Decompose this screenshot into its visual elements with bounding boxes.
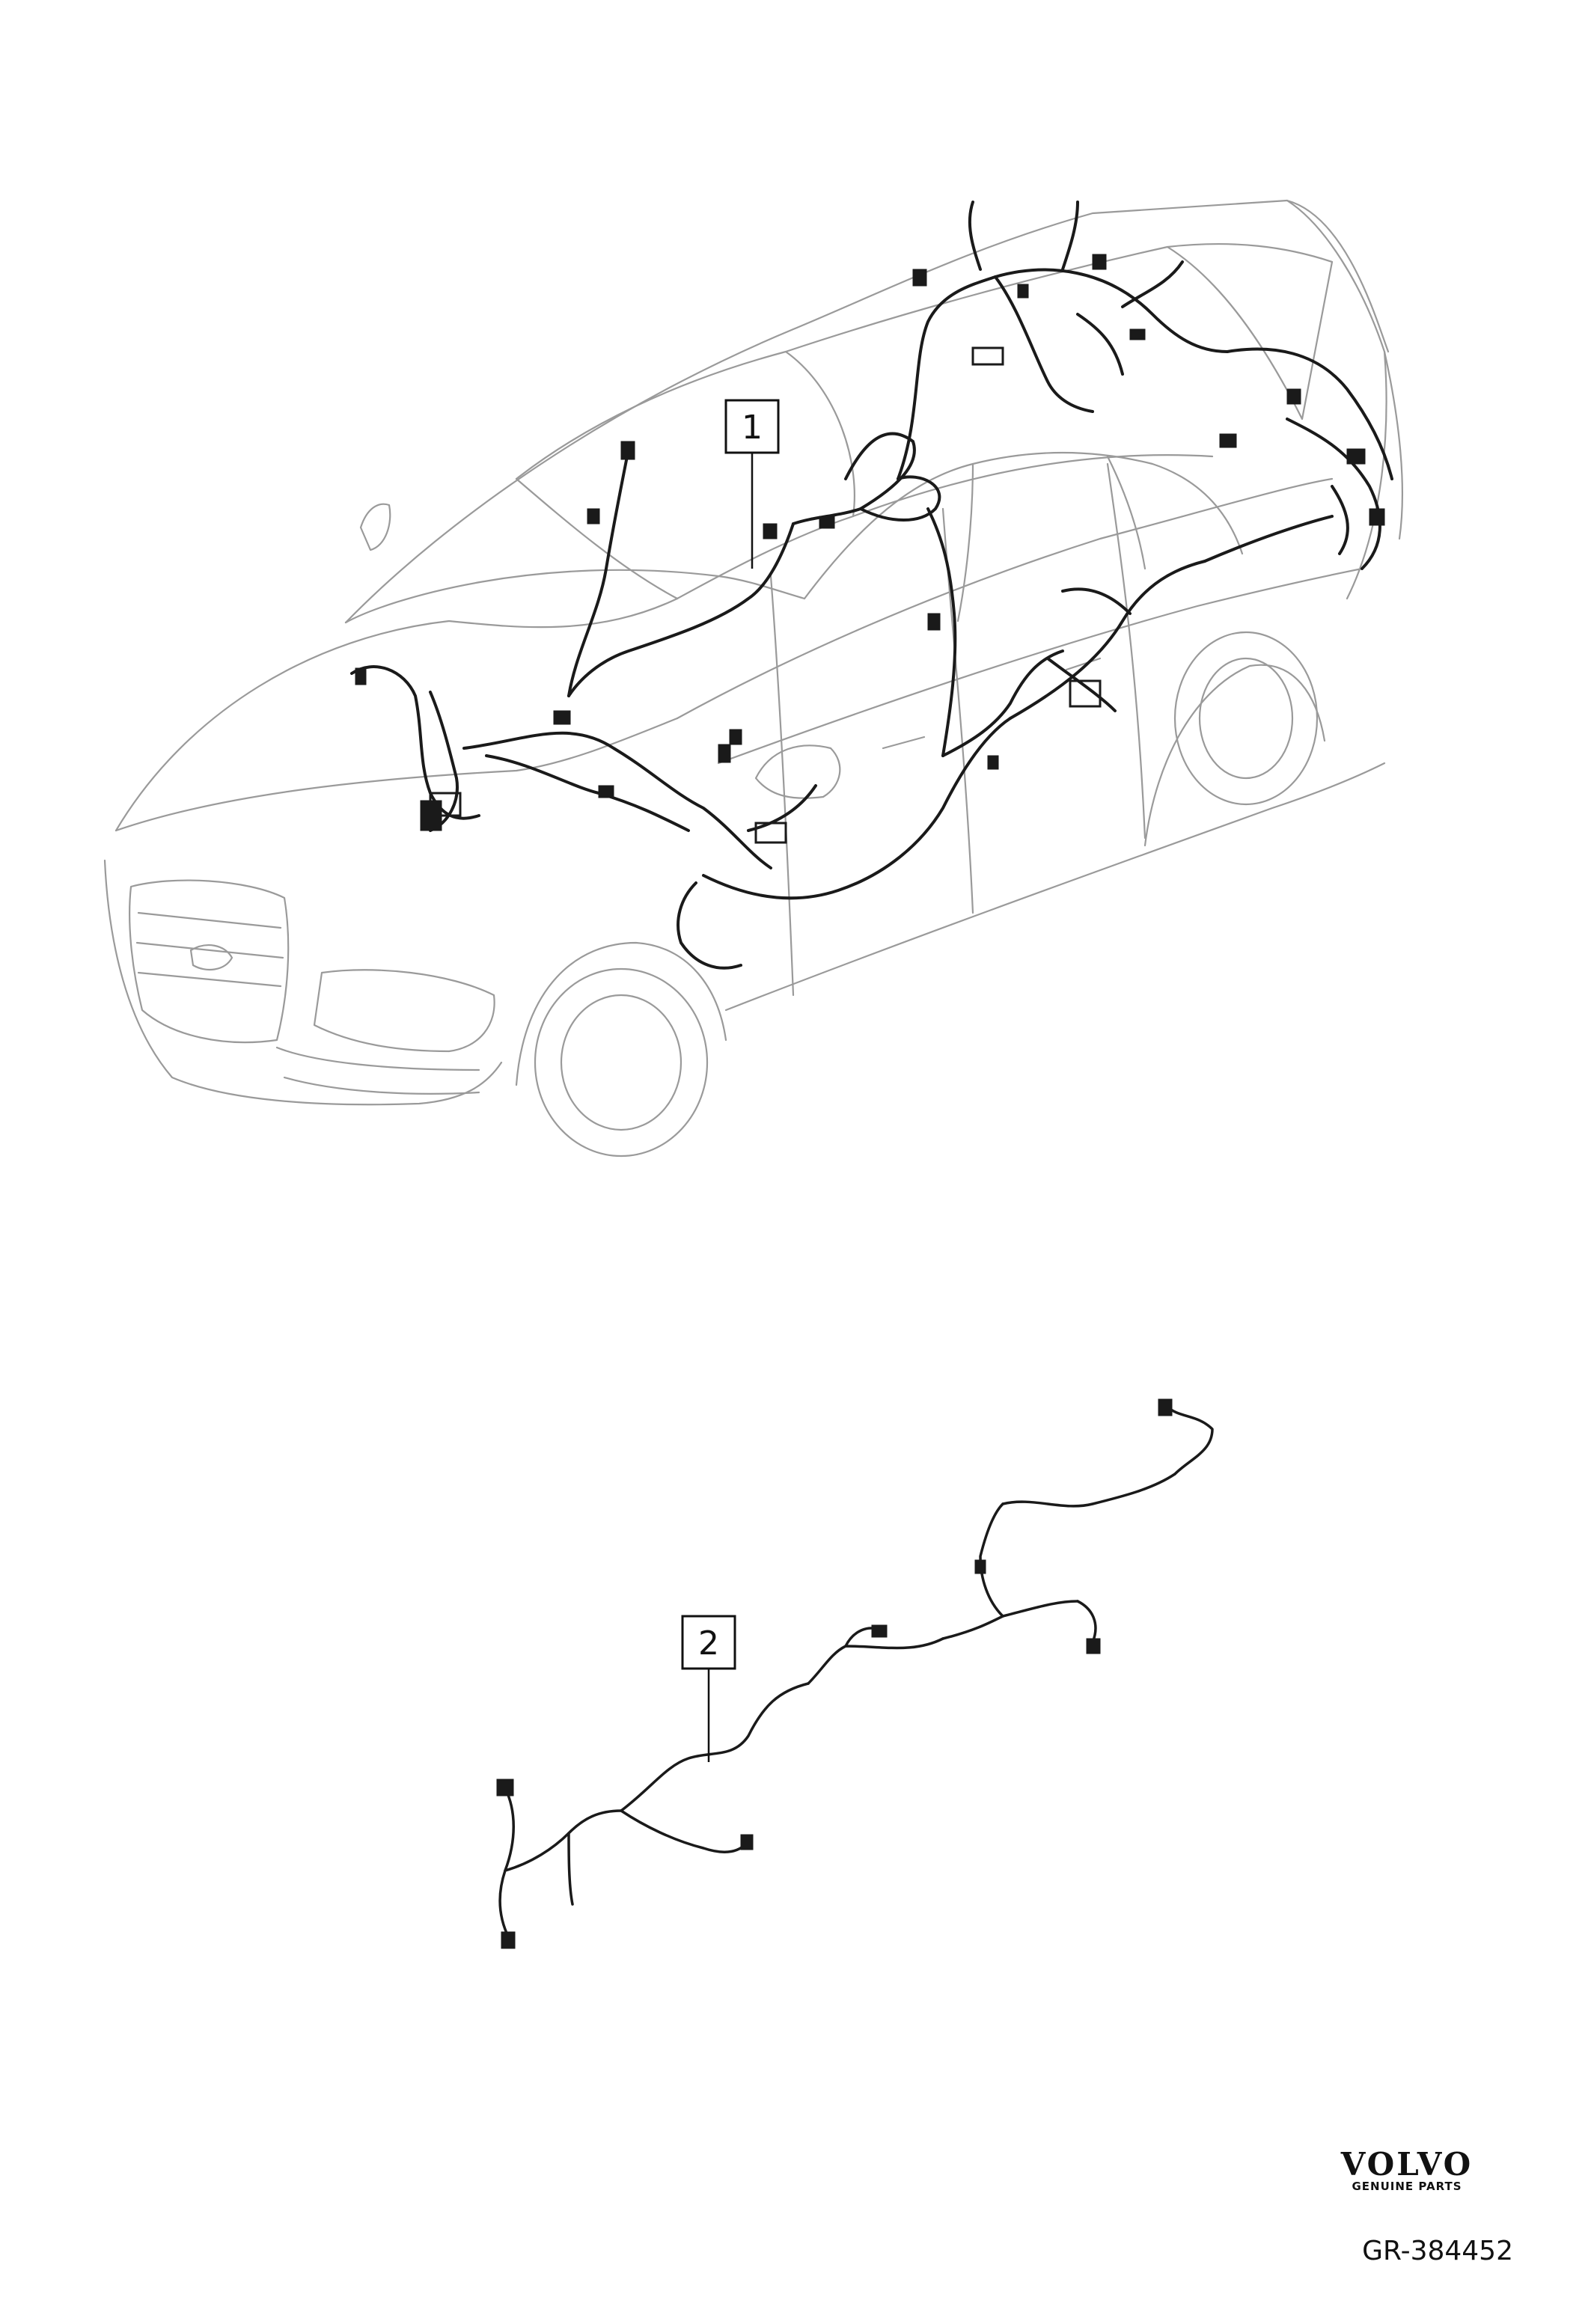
connector: [740, 1834, 754, 1850]
brand-name: VOLVO: [1340, 2146, 1474, 2183]
fusebox: [429, 792, 462, 817]
module: [754, 822, 787, 844]
connector: [1286, 388, 1301, 405]
relay-block: [971, 346, 1004, 366]
connector: [927, 613, 941, 631]
connector: [1346, 448, 1366, 465]
connector: [496, 1779, 514, 1796]
connector: [620, 441, 635, 460]
connector: [987, 755, 999, 770]
connector: [355, 667, 367, 685]
main-wiring-harness: [350, 201, 1393, 970]
callout-2-box: [681, 1615, 736, 1670]
connector: [1017, 284, 1029, 299]
connector: [718, 744, 731, 763]
volvo-logo: VOLVO GENUINE PARTS: [1310, 2146, 1504, 2193]
module: [1069, 679, 1102, 708]
callout-2: 2: [681, 1615, 736, 1762]
connector: [1369, 508, 1385, 526]
connector: [819, 516, 835, 529]
callout-1-label: 1: [742, 409, 763, 447]
connector: [1092, 254, 1107, 270]
connector: [587, 508, 600, 525]
connector: [1219, 433, 1237, 448]
secondary-harness-connectors: [496, 1398, 1173, 1949]
connector: [912, 269, 927, 287]
connector: [729, 729, 742, 745]
car-outline: [103, 199, 1404, 1158]
connector: [501, 1931, 516, 1949]
connector: [974, 1559, 986, 1574]
brand-subtitle: GENUINE PARTS: [1352, 2180, 1462, 2193]
callout-2-label: 2: [698, 1624, 719, 1663]
connector: [1158, 1398, 1173, 1416]
secondary-wiring-harness: [498, 1405, 1214, 1939]
main-harness-connectors: [355, 254, 1385, 844]
connector: [1129, 328, 1146, 340]
connector: [598, 785, 614, 798]
connector: [1086, 1638, 1101, 1654]
reference-number: GR-384452: [1362, 2236, 1513, 2266]
connector: [871, 1624, 888, 1638]
callout-1: 1: [724, 399, 780, 569]
connector: [763, 523, 778, 539]
callout-1-box: [724, 399, 780, 454]
connector: [553, 710, 571, 725]
